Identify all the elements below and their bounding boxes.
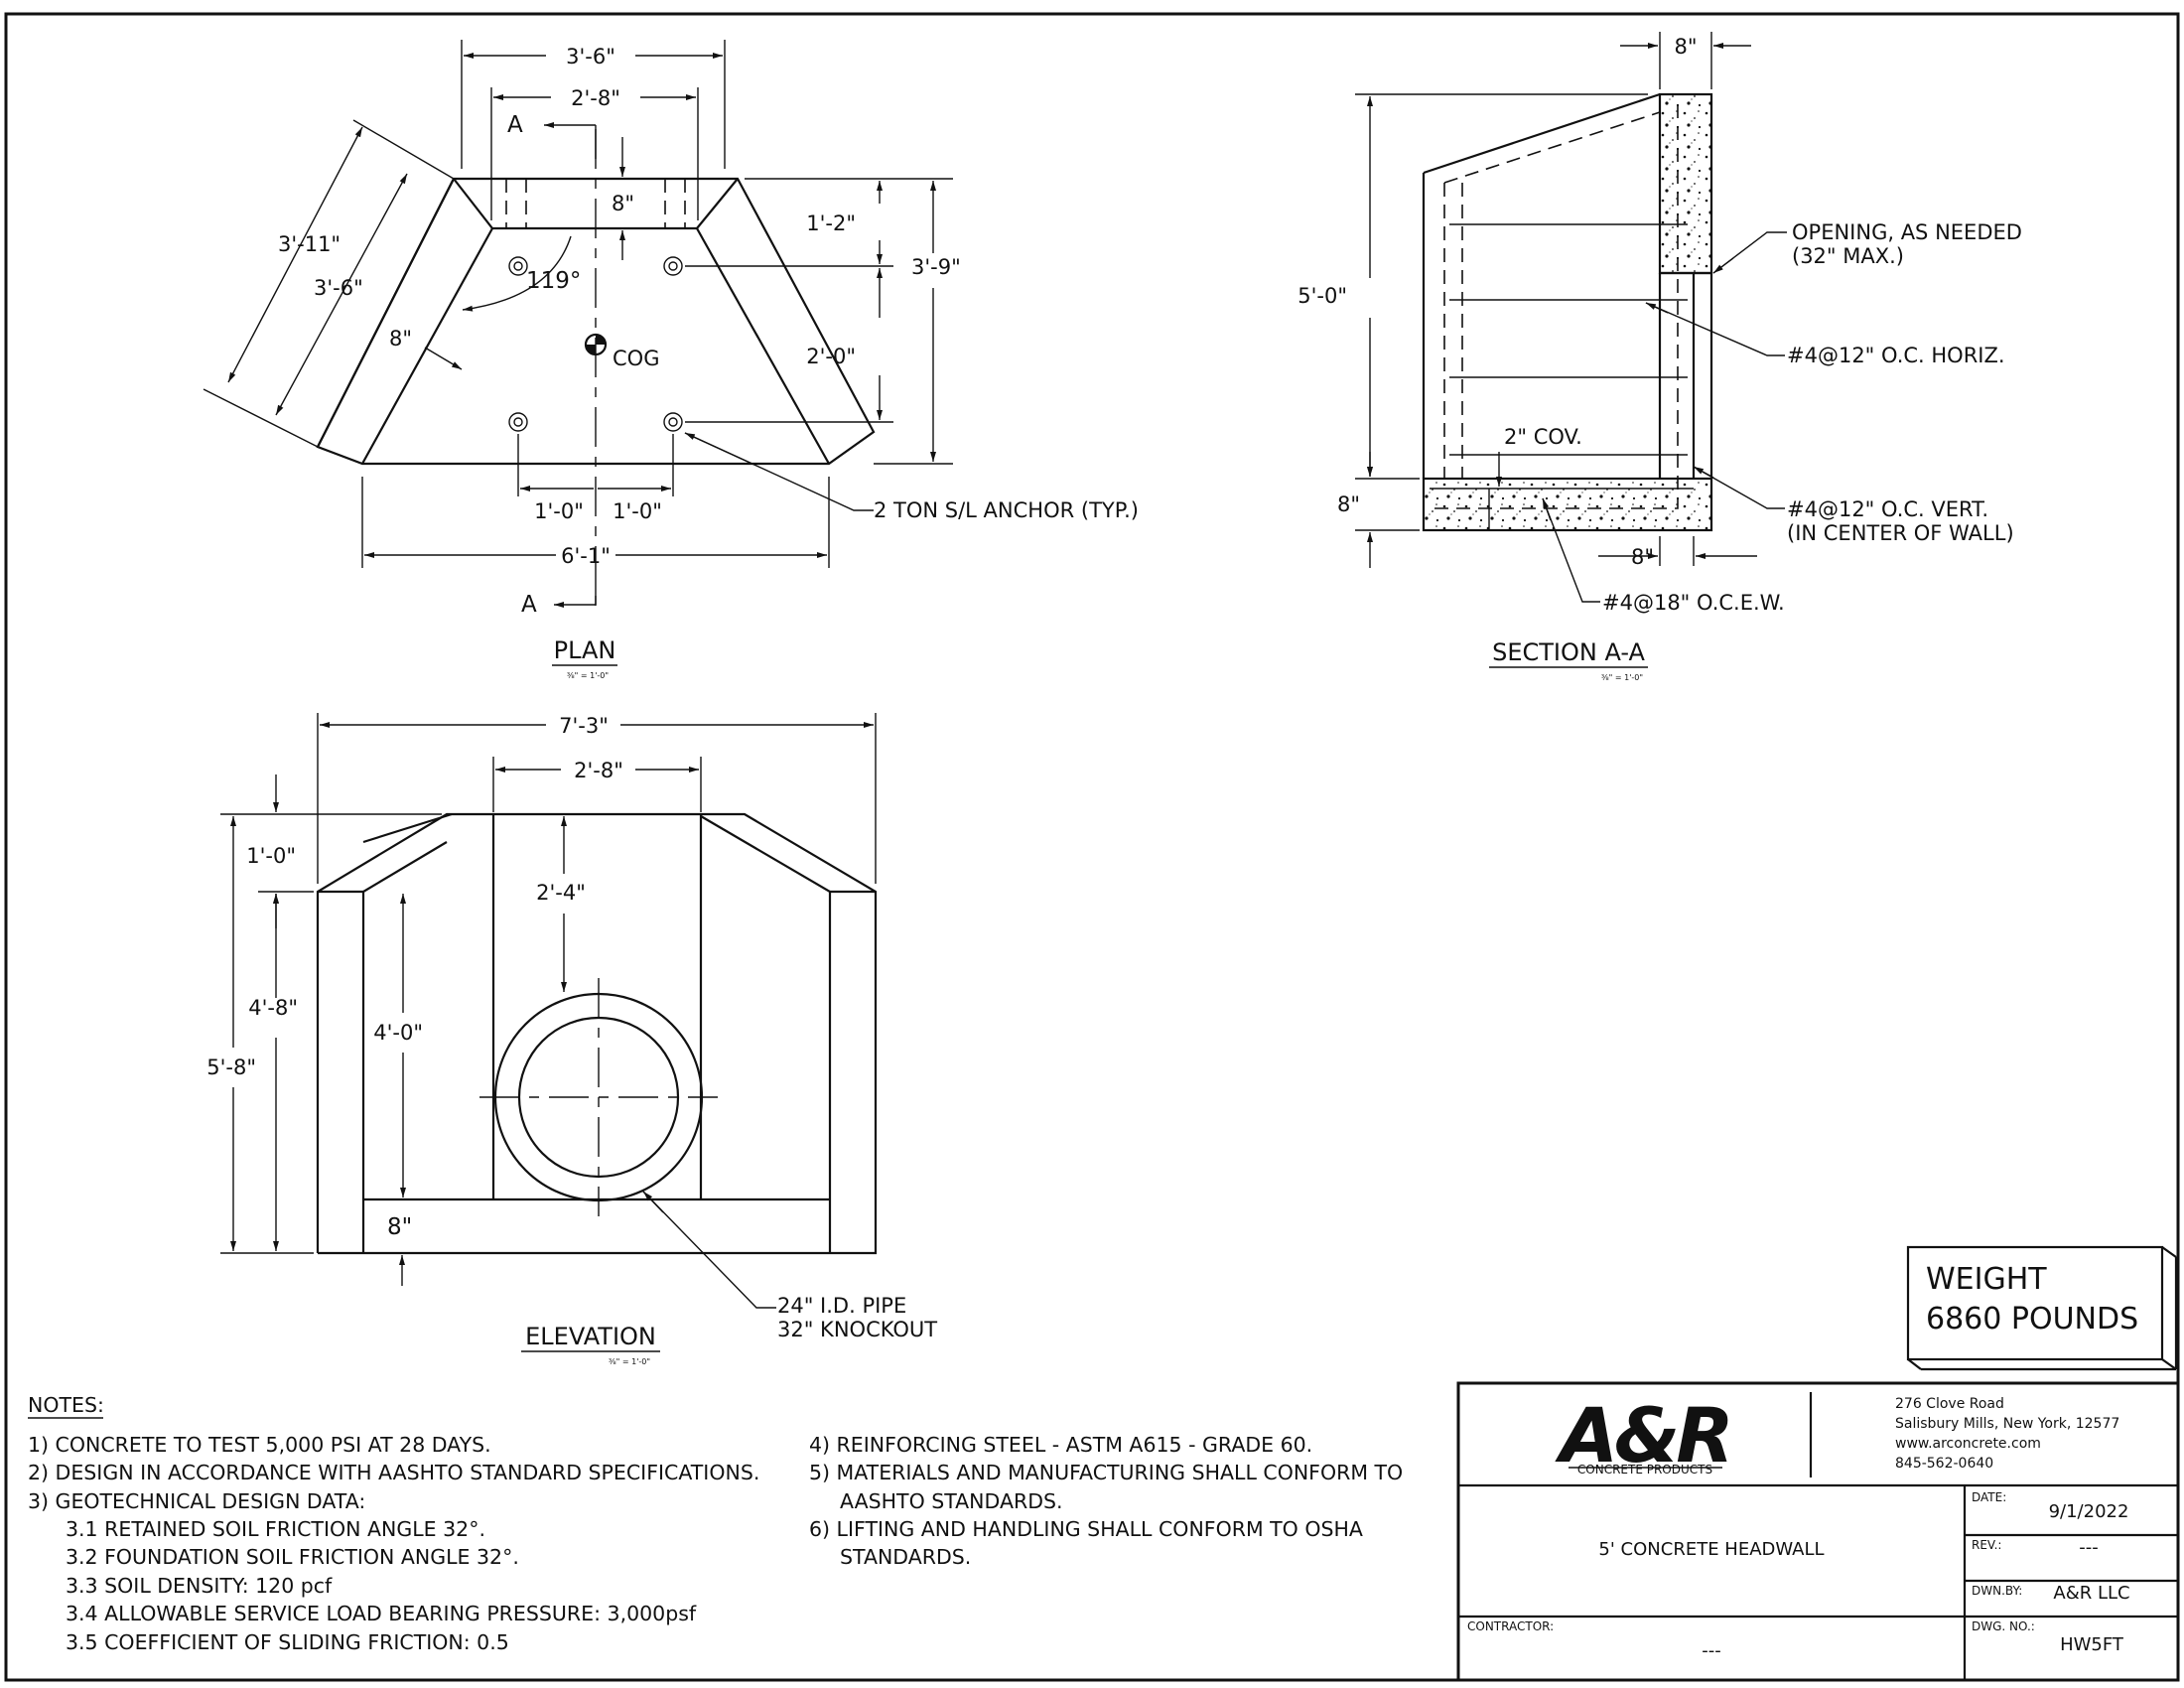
plan-scale: ⅜" = 1'-0" (567, 671, 609, 680)
lifting-anchor (508, 412, 528, 432)
plan-title: PLAN (554, 636, 616, 664)
dim-plan-top-inner: 2'-8" (571, 86, 620, 110)
company-phone: 845-562-0640 (1895, 1456, 1993, 1472)
cog-symbol (584, 333, 608, 356)
note-item: 3.4 ALLOWABLE SERVICE LOAD BEARING PRESS… (66, 1602, 697, 1625)
section-opening-note-1: OPENING, AS NEEDED (1792, 220, 2022, 244)
note-item: 1) CONCRETE TO TEST 5,000 PSI AT 28 DAYS… (28, 1433, 491, 1457)
section-vert-note-1: #4@12" O.C. VERT. (1787, 497, 1988, 521)
section-mark-bottom: A (521, 592, 537, 618)
dim-plan-top-outer: 3'-6" (566, 45, 615, 69)
dim-plan-wall: 8" (612, 192, 634, 215)
dim-section-base: 8" (1337, 492, 1360, 516)
drawing-title: 5' CONCRETE HEADWALL (1598, 1539, 1824, 1560)
note-item: 3.2 FOUNDATION SOIL FRICTION ANGLE 32°. (66, 1545, 519, 1569)
note-item: 3.1 RETAINED SOIL FRICTION ANGLE 32°. (66, 1517, 485, 1541)
contractor-value: --- (1702, 1640, 1721, 1661)
date-value: 9/1/2022 (2049, 1501, 2129, 1522)
cog-label: COG (613, 347, 659, 370)
section-scale: ⅜" = 1'-0" (1601, 673, 1643, 682)
dim-elev-mid: 4'-8" (248, 996, 298, 1020)
dim-elev-pipe-depth: 2'-4" (536, 881, 586, 905)
dim-section-top-wall: 8" (1674, 35, 1697, 59)
note-item: STANDARDS. (840, 1545, 971, 1569)
dim-elev-total: 5'-8" (206, 1055, 256, 1079)
dwnby-value: A&R LLC (2053, 1583, 2129, 1604)
elevation-view: 7'-3" 2'-8" 1'-0" 4'-8" 5'-8" 2'-4" 4'-0… (206, 713, 937, 1366)
elevation-title: ELEVATION (525, 1323, 656, 1350)
note-item: 3.3 SOIL DENSITY: 120 pcf (66, 1574, 333, 1598)
section-horiz-note: #4@12" O.C. HORIZ. (1787, 344, 2005, 367)
section-base-bar-note: #4@18" O.C.E.W. (1602, 591, 1785, 615)
dim-plan-anchor-left: 1'-0" (534, 499, 584, 523)
elev-pipe-note-1: 24" I.D. PIPE (777, 1294, 906, 1318)
contractor-label: CONTRACTOR: (1467, 1619, 1554, 1633)
section-opening-note-2: (32" MAX.) (1792, 244, 1904, 268)
plan-angle: 119° (526, 268, 581, 294)
company-logo: A&R (1555, 1391, 1730, 1479)
dwgno-label: DWG. NO.: (1972, 1619, 2035, 1633)
dim-section-height: 5'-0" (1297, 284, 1347, 308)
elev-pipe-note-2: 32" KNOCKOUT (777, 1318, 937, 1341)
section-vert-note-2: (IN CENTER OF WALL) (1787, 521, 2014, 545)
plan-view: COG 3'-6" 2'-8" A 8" 119° 3'-11" 3'-6" 8… (203, 40, 1139, 680)
dim-elev-base: 8" (387, 1214, 412, 1240)
section-base (1422, 477, 1713, 532)
notes-heading: NOTES: (28, 1393, 104, 1417)
weight-label: WEIGHT (1926, 1262, 2047, 1297)
lifting-anchor (663, 256, 683, 276)
lifting-anchor (508, 256, 528, 276)
note-item: 5) MATERIALS AND MANUFACTURING SHALL CON… (809, 1461, 1403, 1484)
dim-section-cover: 2" COV. (1504, 425, 1582, 449)
section-title: SECTION A-A (1492, 638, 1645, 666)
dim-elev-wall-height: 4'-0" (373, 1021, 423, 1045)
plan-anchor-note: 2 TON S/L ANCHOR (TYP.) (874, 498, 1139, 522)
dim-plan-bottom: 6'-1" (561, 544, 611, 568)
weight-box: WEIGHT 6860 POUNDS (1906, 1245, 2178, 1371)
weight-value: 6860 POUNDS (1926, 1302, 2138, 1336)
date-label: DATE: (1972, 1490, 2006, 1504)
note-item: 6) LIFTING AND HANDLING SHALL CONFORM TO… (809, 1517, 1363, 1541)
dim-elev-top: 1'-0" (246, 844, 296, 868)
dim-plan-anchor-right: 1'-0" (613, 499, 662, 523)
section-mark-top: A (507, 112, 523, 138)
note-item: 3.5 COEFFICIENT OF SLIDING FRICTION: 0.5 (66, 1630, 509, 1654)
company-website: www.arconcrete.com (1895, 1436, 2041, 1452)
dim-elev-width: 7'-3" (559, 714, 609, 738)
section-stem-upper (1658, 92, 1713, 275)
dim-plan-right-lower: 2'-0" (806, 345, 856, 368)
dim-section-base-width: 8" (1631, 545, 1654, 569)
company-address-line: 276 Clove Road (1895, 1396, 2004, 1412)
rev-label: REV.: (1972, 1538, 2001, 1552)
dim-plan-diag-inner: 3'-6" (314, 276, 363, 300)
notes-section: NOTES: 1) CONCRETE TO TEST 5,000 PSI AT … (28, 1393, 1403, 1654)
dim-elev-inner: 2'-8" (574, 759, 623, 782)
rev-value: --- (2079, 1537, 2099, 1558)
note-item: AASHTO STANDARDS. (840, 1489, 1063, 1513)
title-block: A&R CONCRETE PRODUCTS 276 Clove Road Sal… (1456, 1381, 2180, 1682)
note-item: 2) DESIGN IN ACCORDANCE WITH AASHTO STAN… (28, 1461, 759, 1484)
dim-plan-side-wall: 8" (389, 327, 412, 351)
lifting-anchor (663, 412, 683, 432)
note-item: 4) REINFORCING STEEL - ASTM A615 - GRADE… (809, 1433, 1312, 1457)
elevation-scale: ⅜" = 1'-0" (609, 1357, 650, 1366)
section-view: 8" 5'-0" 8" 2" COV. 8" OPENING, AS NEEDE… (1297, 32, 2022, 682)
dim-plan-right-total: 3'-9" (911, 255, 961, 279)
note-item: 3) GEOTECHNICAL DESIGN DATA: (28, 1489, 365, 1513)
sheet-border (4, 12, 2180, 1682)
company-address-line: Salisbury Mills, New York, 12577 (1895, 1416, 2119, 1432)
dim-plan-right-upper: 1'-2" (806, 211, 856, 235)
dim-plan-diag-outer: 3'-11" (278, 232, 341, 256)
company-logo-sub: CONCRETE PRODUCTS (1577, 1463, 1712, 1477)
dwnby-label: DWN.BY: (1972, 1584, 2022, 1598)
dwgno-value: HW5FT (2060, 1634, 2124, 1655)
